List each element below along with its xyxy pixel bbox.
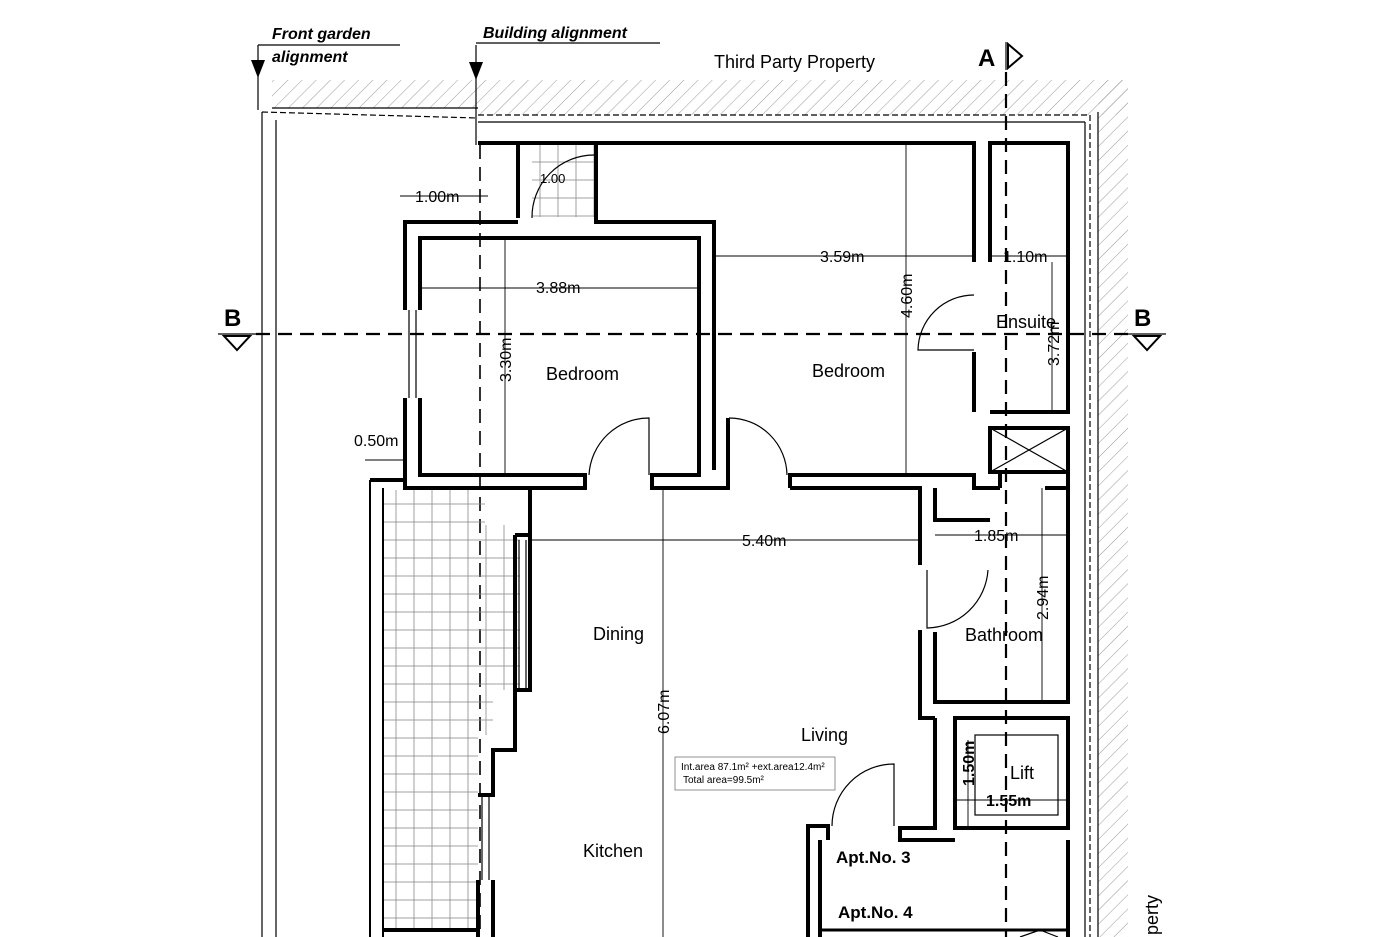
room-bedroom-right: Bedroom [812, 361, 885, 381]
stair-lines [820, 928, 1068, 937]
dim-4-60m: 4.60m [899, 274, 916, 318]
building-alignment-marker: Building alignment [469, 25, 660, 145]
room-bathroom: Bathroom [965, 625, 1043, 645]
room-dining: Dining [593, 624, 644, 644]
front-garden-alignment-marker: Front garden alignment [251, 26, 400, 110]
dim-1-00m: 1.00m [415, 189, 459, 206]
third-party-property-side-label: perty [1142, 895, 1162, 935]
dimension-texts: 1.00 1.00m 3.88m 3.59m 1.10m 4.60m 3.30m… [354, 171, 1063, 810]
area-note: Int.area 87.1m² +ext.area12.4m² Total ar… [674, 756, 836, 791]
apartment-3-label: Apt.No. 3 [836, 848, 911, 867]
dim-3-88m: 3.88m [536, 280, 580, 297]
third-party-property-label: Third Party Property [714, 52, 875, 72]
room-labels: Bedroom Bedroom Ensuite Dining Living Ki… [546, 312, 1056, 861]
section-b-right-marker: B [1128, 305, 1166, 352]
dim-5-40m: 5.40m [742, 533, 786, 550]
section-a-marker: A [978, 41, 1024, 72]
section-b-right-label: B [1134, 305, 1151, 332]
dim-3-72m: 3.72m [1046, 322, 1063, 366]
dim-0-50m: 0.50m [354, 433, 398, 450]
dim-1-85m: 1.85m [974, 528, 1018, 545]
dim-1-10m: 1.10m [1003, 249, 1047, 266]
dim-entry-width: 1.00 [540, 171, 565, 186]
door-swings [531, 154, 989, 827]
section-b-left-marker: B [218, 305, 256, 352]
room-living: Living [801, 725, 848, 745]
room-bedroom-left: Bedroom [546, 364, 619, 384]
third-party-boundary [261, 80, 1128, 937]
dim-3-30m: 3.30m [498, 338, 515, 382]
dim-6-07m: 6.07m [656, 690, 673, 734]
room-lift: Lift [1010, 763, 1034, 783]
dim-3-59m: 3.59m [820, 249, 864, 266]
room-kitchen: Kitchen [583, 841, 643, 861]
entry-tiles [532, 145, 594, 217]
terrace-tiles [382, 490, 520, 930]
dim-1-55m: 1.55m [986, 793, 1031, 810]
apartment-4-label: Apt.No. 4 [838, 903, 913, 922]
section-a-label: A [978, 45, 995, 72]
section-b-left-label: B [224, 305, 241, 332]
front-garden-label-1: Front garden [272, 26, 371, 43]
dimension-lines [365, 143, 1068, 937]
dim-1-50m: 1.50m [961, 741, 978, 786]
area-note-line1: Int.area 87.1m² +ext.area12.4m² [681, 762, 825, 773]
room-ensuite: Ensuite [996, 312, 1056, 332]
dim-2-94m: 2.94m [1035, 576, 1052, 620]
area-note-line2: Total area=99.5m² [683, 775, 765, 786]
building-alignment-label: Building alignment [483, 25, 628, 42]
walls [369, 141, 1070, 937]
front-garden-label-2: alignment [272, 49, 348, 66]
windows [408, 310, 527, 880]
